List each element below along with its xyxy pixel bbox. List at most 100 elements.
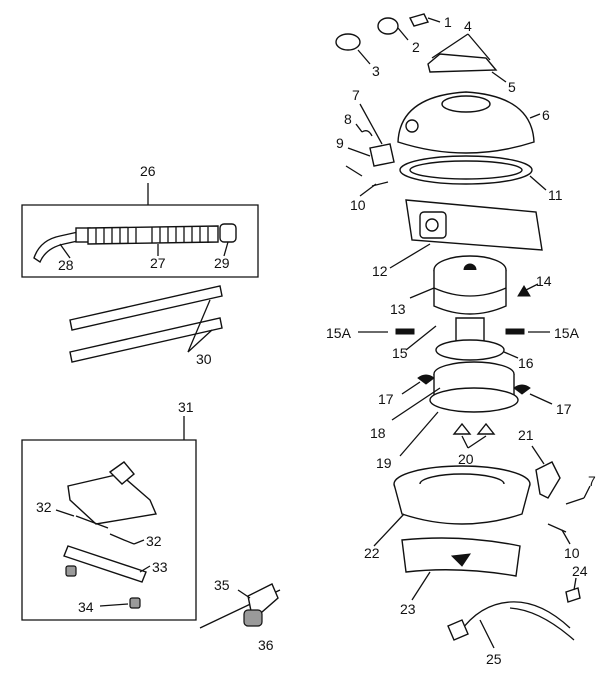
callout-9: 9 xyxy=(336,135,344,151)
handle xyxy=(427,53,498,73)
floor-tool-kit xyxy=(21,416,197,621)
leader-30a xyxy=(187,299,211,353)
callout-7b: 7 xyxy=(588,473,596,489)
hose-kit-box xyxy=(21,204,259,278)
callout-2: 2 xyxy=(412,39,420,55)
leader-24 xyxy=(573,577,577,591)
cord-plug xyxy=(447,619,469,641)
filter-sleeve xyxy=(389,199,543,269)
callout-17a: 17 xyxy=(378,391,394,407)
leader-12 xyxy=(389,243,431,269)
leader-8 xyxy=(355,123,363,133)
wand-lower xyxy=(69,317,223,363)
callout-21: 21 xyxy=(518,427,534,443)
callout-25: 25 xyxy=(486,651,502,667)
motor-assembly xyxy=(358,255,550,361)
leader-5 xyxy=(491,71,507,83)
cover-gasket-inner xyxy=(409,160,523,180)
leader-20b xyxy=(467,435,487,449)
hose xyxy=(87,225,219,245)
cover-knob xyxy=(405,119,419,133)
switch xyxy=(377,17,399,35)
ring-16 xyxy=(435,339,505,361)
power-cord xyxy=(459,601,571,633)
callout-28: 28 xyxy=(58,257,74,273)
wand-upper xyxy=(69,285,223,331)
latch-21 xyxy=(535,461,561,499)
leader-2 xyxy=(397,27,409,41)
switch-knob xyxy=(408,13,430,27)
leader-17b xyxy=(529,393,553,405)
leader-29 xyxy=(223,241,229,257)
leader-14 xyxy=(525,283,539,291)
callout-10b: 10 xyxy=(564,545,580,561)
callout-22: 22 xyxy=(364,545,380,561)
leader-7b xyxy=(583,485,591,499)
callout-15a-right: 15A xyxy=(554,325,580,341)
callout-10a: 10 xyxy=(350,197,366,213)
motor-cover-group xyxy=(397,91,547,191)
brush-strip-right xyxy=(109,533,135,545)
floor-kit-box xyxy=(21,439,197,621)
motor-body xyxy=(433,270,507,315)
callout-35: 35 xyxy=(214,577,230,593)
cord-group xyxy=(447,577,581,649)
leader-3 xyxy=(357,49,371,65)
callout-29: 29 xyxy=(214,255,230,271)
leader-11 xyxy=(529,175,547,191)
callout-19: 19 xyxy=(376,455,392,471)
callout-8: 8 xyxy=(344,111,352,127)
extension-wands xyxy=(69,285,223,363)
callout-36: 36 xyxy=(258,637,274,653)
callout-16: 16 xyxy=(518,355,534,371)
callout-6: 6 xyxy=(542,107,550,123)
callout-5: 5 xyxy=(508,79,516,95)
screw-10b xyxy=(547,523,567,533)
latch-block xyxy=(369,143,395,167)
floor-tool-neck xyxy=(108,461,135,485)
leader-30b xyxy=(187,329,213,353)
adapter-end xyxy=(243,609,263,627)
leader-19 xyxy=(399,411,439,457)
leader-28 xyxy=(59,243,71,259)
leader-9 xyxy=(347,147,371,157)
hardware-left xyxy=(345,103,395,197)
callout-3: 3 xyxy=(372,63,380,79)
screw-17a xyxy=(417,374,435,385)
tank-body xyxy=(393,483,531,525)
callout-20: 20 xyxy=(458,451,474,467)
callout-12: 12 xyxy=(372,263,388,279)
callout-24: 24 xyxy=(572,563,588,579)
callout-4: 4 xyxy=(464,18,472,34)
screw-17b xyxy=(513,384,531,395)
callout-32b: 32 xyxy=(146,533,162,549)
leader-25 xyxy=(479,619,495,649)
leader-10 xyxy=(359,183,377,197)
callout-14: 14 xyxy=(536,273,552,289)
caster-b xyxy=(476,422,496,435)
leader-16 xyxy=(503,351,519,359)
motor-cover xyxy=(397,91,535,154)
squeegee xyxy=(63,545,147,583)
leader-21 xyxy=(531,445,545,465)
callout-7a: 7 xyxy=(352,87,360,103)
leader-32b xyxy=(133,539,145,545)
leader-33 xyxy=(139,565,151,573)
leader-34 xyxy=(99,603,129,607)
tank-group xyxy=(373,465,531,601)
caster-a xyxy=(452,422,472,435)
callout-33: 33 xyxy=(152,559,168,575)
leader-32a xyxy=(55,509,75,517)
switch-parts xyxy=(335,13,507,83)
callout-15a-left: 15A xyxy=(326,325,352,341)
screw-a xyxy=(345,165,363,177)
switch-plate xyxy=(335,33,361,51)
leader-10b xyxy=(561,529,571,545)
leader-35 xyxy=(237,589,251,599)
leader-4a xyxy=(431,33,469,59)
leader-4b xyxy=(467,33,491,61)
brush-strip-left xyxy=(75,515,109,529)
leader-23 xyxy=(411,571,431,601)
part-24 xyxy=(565,587,581,603)
